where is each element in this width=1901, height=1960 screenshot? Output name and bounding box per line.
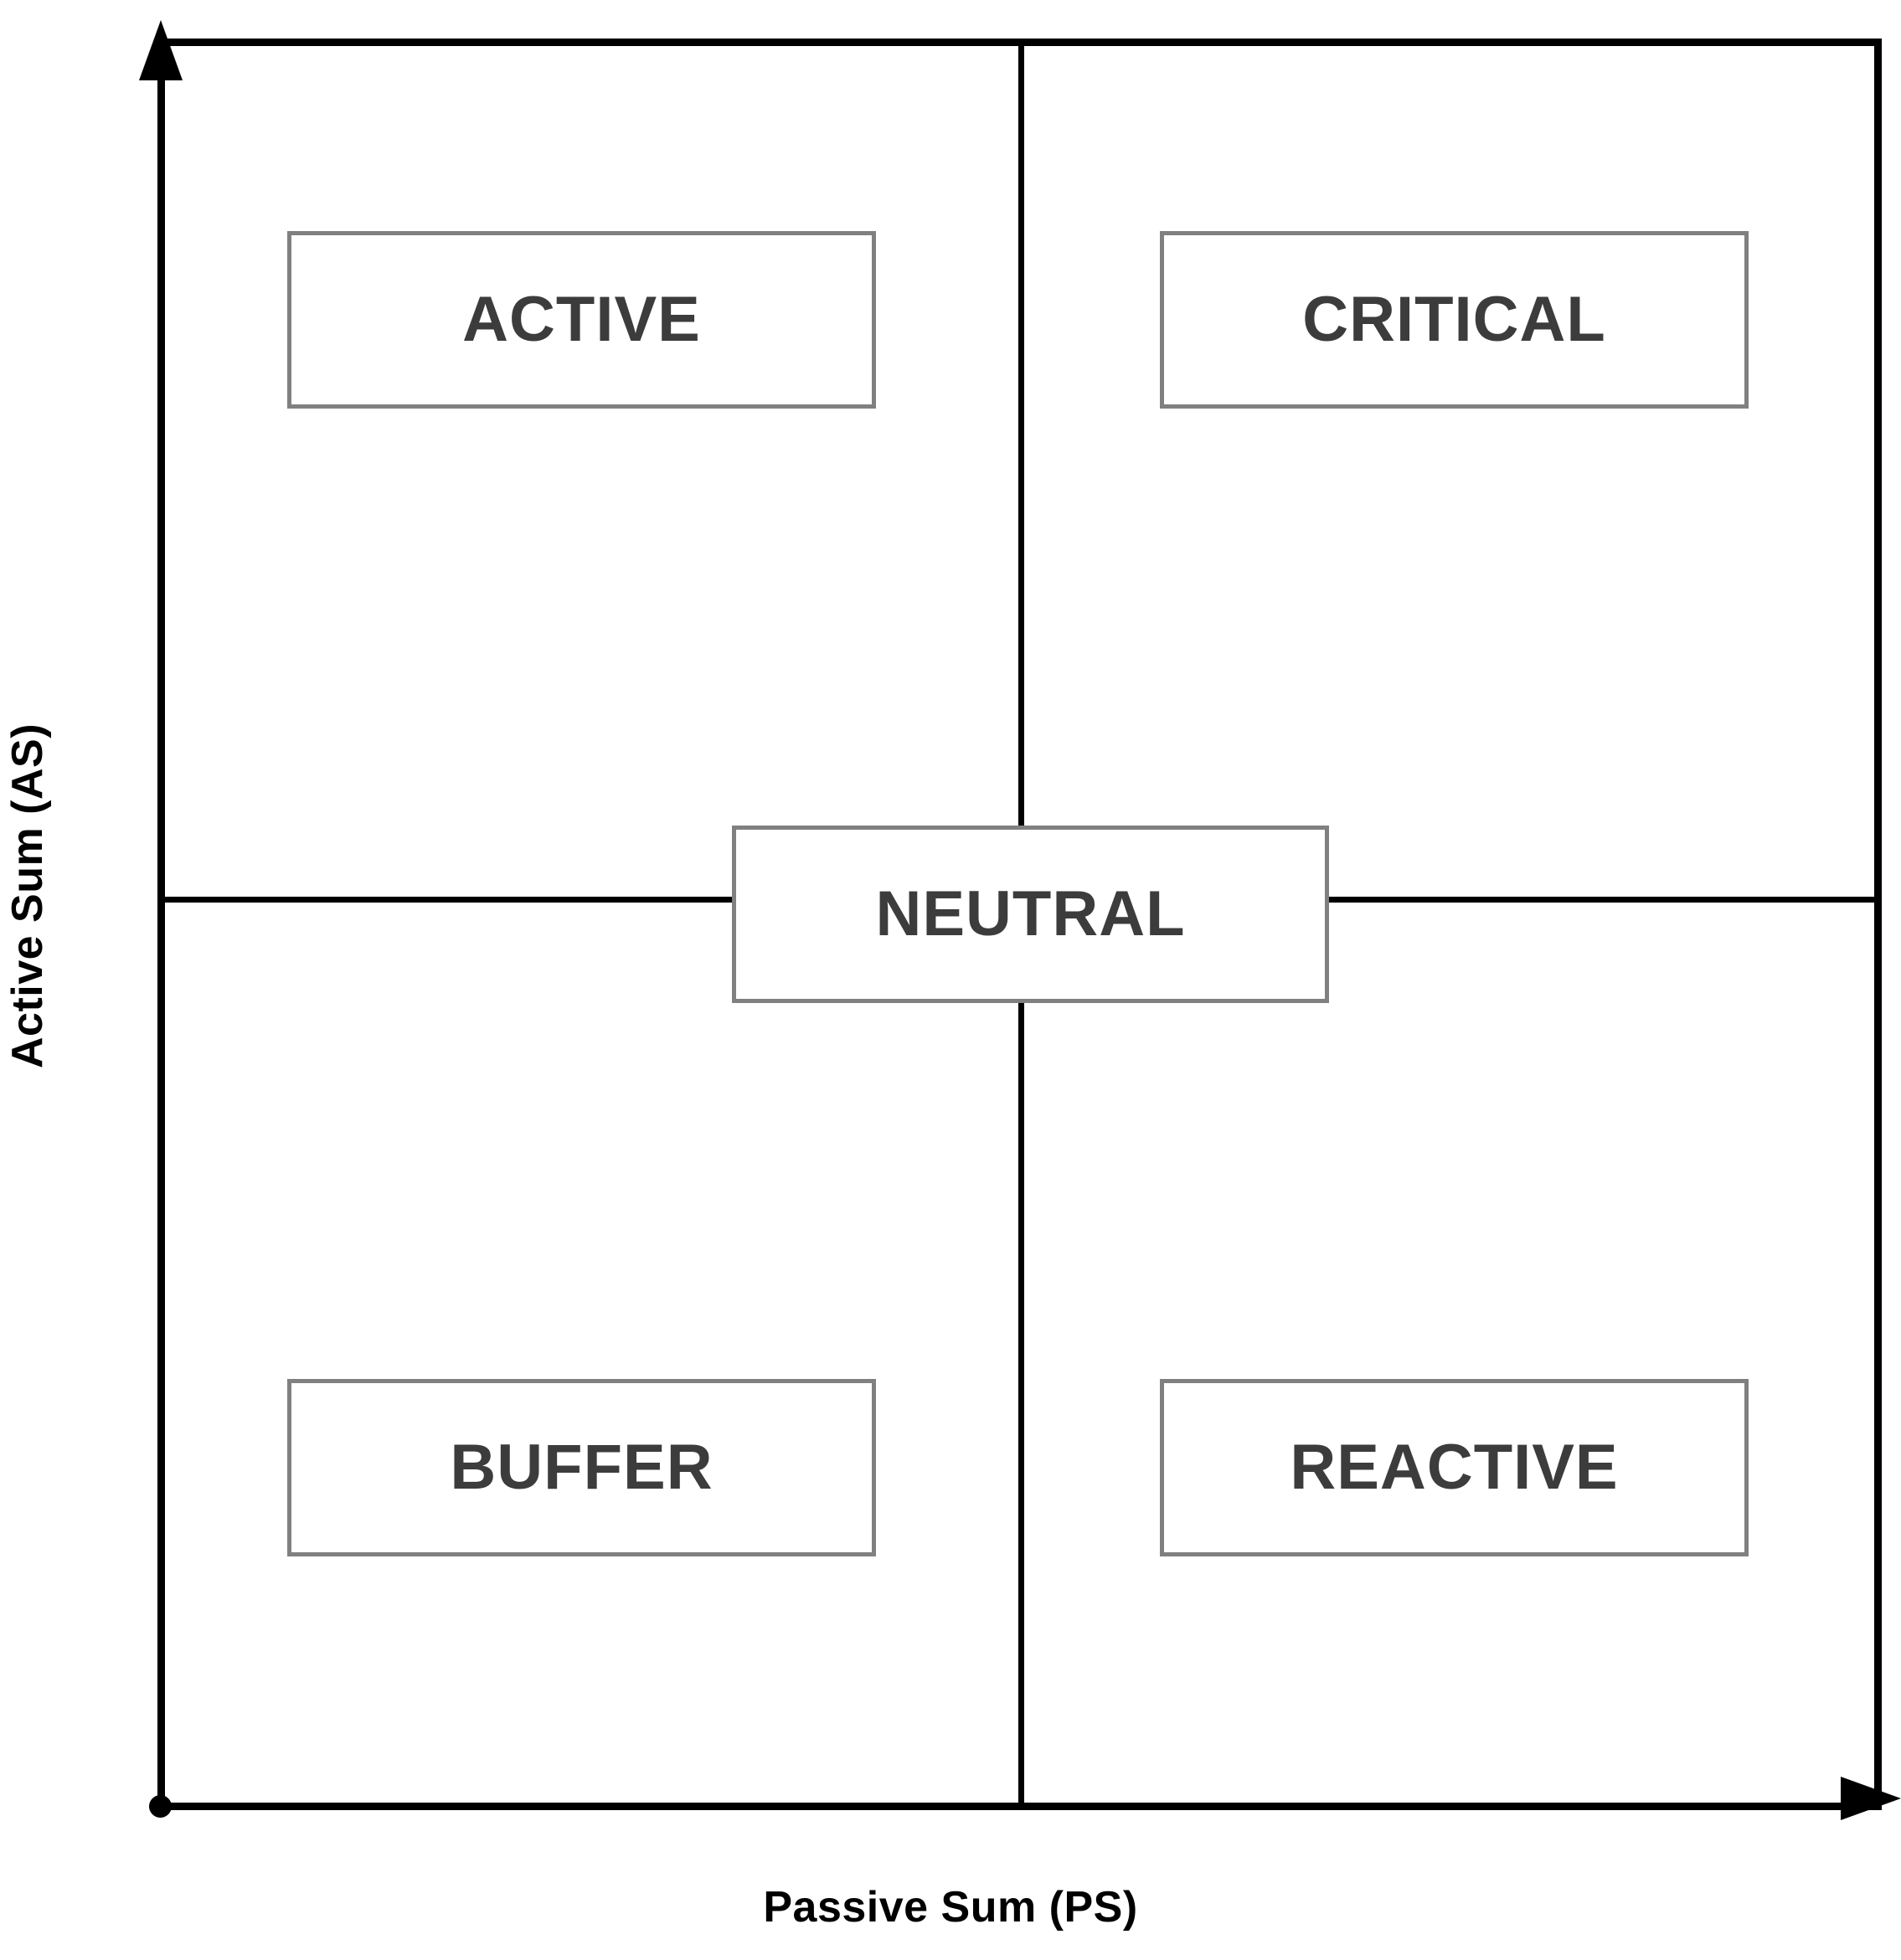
quadrant-box-buffer: BUFFER <box>287 1379 876 1556</box>
quadrant-label-critical: CRITICAL <box>1302 284 1606 355</box>
quadrant-label-active: ACTIVE <box>462 284 701 355</box>
quadrant-box-reactive: REACTIVE <box>1160 1379 1749 1556</box>
y-axis-line <box>157 35 165 1810</box>
quadrant-box-neutral: NEUTRAL <box>732 826 1329 1003</box>
y-axis-title: Active Sum (AS) <box>0 636 55 1155</box>
frame-right-line <box>1874 39 1882 1810</box>
quadrant-label-neutral: NEUTRAL <box>875 878 1186 949</box>
x-axis-title-text: Passive Sum (PS) <box>763 1883 1138 1932</box>
x-axis-line <box>157 1803 1876 1810</box>
quadrant-box-active: ACTIVE <box>287 231 876 409</box>
y-axis-arrow-up-icon <box>139 20 183 80</box>
quadrant-box-critical: CRITICAL <box>1160 231 1749 409</box>
origin-dot-icon <box>149 1795 172 1818</box>
x-axis-title: Passive Sum (PS) <box>0 1882 1901 1932</box>
y-axis-title-text: Active Sum (AS) <box>3 723 52 1069</box>
quadrant-label-buffer: BUFFER <box>450 1432 714 1503</box>
quadrant-label-reactive: REACTIVE <box>1290 1432 1619 1503</box>
x-axis-arrow-right-icon <box>1841 1777 1901 1820</box>
